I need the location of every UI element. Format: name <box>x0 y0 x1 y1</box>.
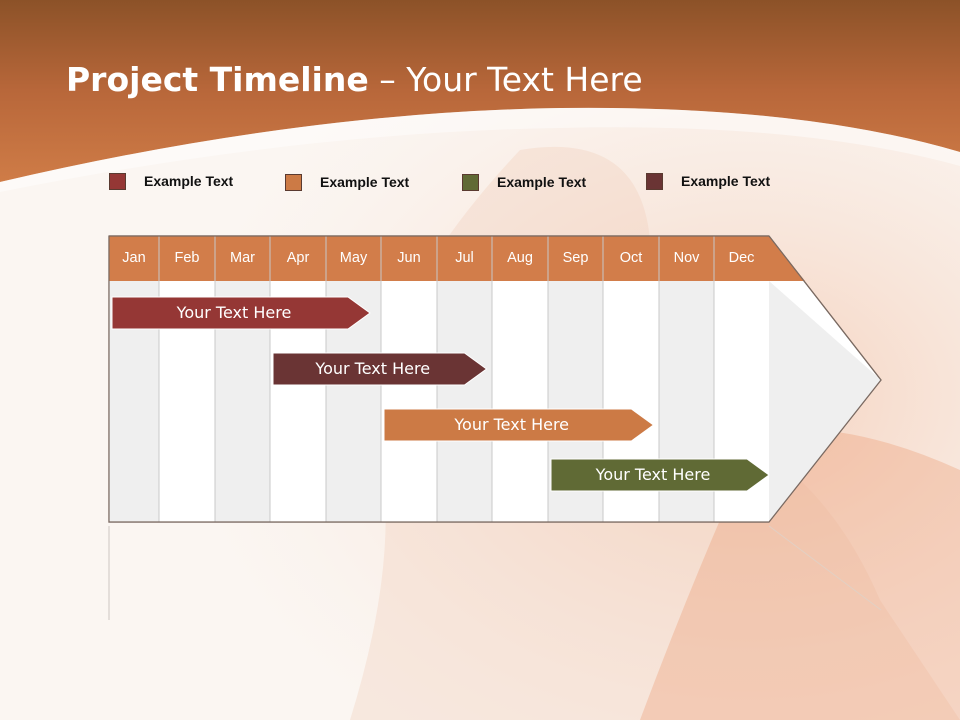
month-label: May <box>339 250 368 266</box>
month-label: Oct <box>619 250 643 266</box>
title-bold: Project Timeline <box>66 60 369 99</box>
month-label: Aug <box>507 250 533 266</box>
shirt-shape <box>640 428 960 720</box>
reflection-line <box>768 525 882 611</box>
month-header-cell <box>492 236 548 281</box>
month-header-cell <box>159 236 215 281</box>
month-label: Nov <box>673 250 700 266</box>
legend-item: Example Text <box>646 171 770 191</box>
month-label: Mar <box>230 250 255 266</box>
month-header-cell <box>659 236 714 281</box>
task-bar <box>383 408 655 442</box>
legend-swatch <box>109 172 126 190</box>
month-header-cell <box>548 236 603 281</box>
month-header-cell <box>381 236 437 281</box>
task-bar-label: Your Text Here <box>454 415 570 434</box>
task-bar <box>272 352 488 386</box>
month-label: Jul <box>455 250 474 266</box>
month-header-cell <box>270 236 326 281</box>
month-column <box>437 281 492 522</box>
legend-label: Example Text <box>144 173 234 189</box>
page-title: Project Timeline – Your Text Here <box>66 60 643 99</box>
month-header-cell <box>109 236 159 281</box>
month-label: Dec <box>728 250 755 266</box>
task-bar <box>550 458 770 492</box>
month-header-cell <box>714 236 769 281</box>
month-label: Feb <box>174 250 200 266</box>
legend-item: Example Text <box>109 171 233 191</box>
month-header-cell <box>603 236 659 281</box>
legend-item: Example Text <box>462 172 586 192</box>
month-label: Jan <box>122 250 146 266</box>
title-rest: – Your Text Here <box>368 60 643 99</box>
legend-swatch <box>285 173 302 191</box>
task-bar-label: Your Text Here <box>176 303 292 322</box>
legend-swatch <box>646 172 663 190</box>
timeline-outline <box>108 235 882 523</box>
header-band <box>0 0 960 182</box>
task-bar-label: Your Text Here <box>315 359 431 378</box>
legend-label: Example Text <box>320 174 410 190</box>
month-header-cell <box>326 236 381 281</box>
legend-label: Example Text <box>681 173 771 189</box>
month-column <box>492 281 548 522</box>
task-bar <box>111 296 371 330</box>
month-label: Apr <box>286 250 310 266</box>
month-column <box>381 281 437 522</box>
month-header-cell <box>437 236 492 281</box>
month-header-cell <box>215 236 270 281</box>
month-label: Sep <box>562 250 589 266</box>
legend-swatch <box>462 173 479 191</box>
task-bar-label: Your Text Here <box>595 465 711 484</box>
legend-label: Example Text <box>497 174 587 190</box>
legend-item: Example Text <box>285 172 409 192</box>
arrow-tip <box>769 281 881 522</box>
month-label: Jun <box>397 250 421 266</box>
header-swoosh <box>0 107 960 192</box>
